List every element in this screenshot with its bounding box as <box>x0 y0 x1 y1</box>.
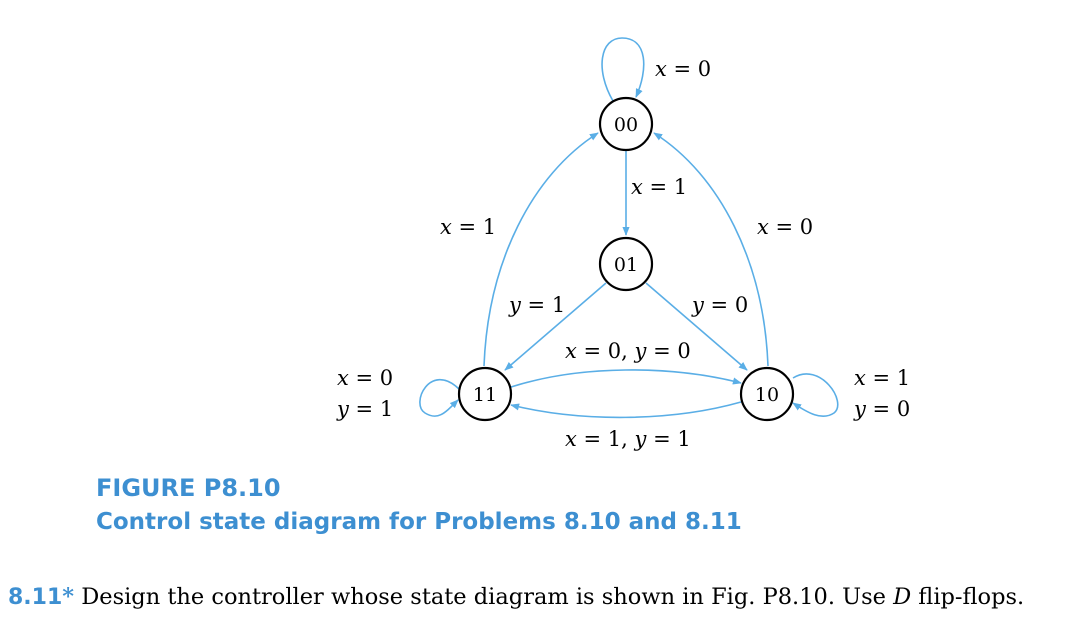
state-node-11: 11 <box>457 366 513 422</box>
transition-arrow-10-to-10 <box>792 373 839 418</box>
transition-label-11-to-11: x = 0 <box>337 366 393 390</box>
problem-star-mark: * <box>62 584 75 610</box>
state-node-10: 10 <box>739 366 795 422</box>
state-nodes: 00 01 11 10 <box>457 96 795 422</box>
state-circle <box>739 366 795 422</box>
problem-text-end: flip-flops. <box>911 584 1025 610</box>
transition-arrow-11-to-00 <box>483 132 599 367</box>
state-label: 00 <box>614 114 638 136</box>
state-label: 10 <box>755 384 779 406</box>
state-circle <box>457 366 513 422</box>
figure-caption: FIGURE P8.10 Control state diagram for P… <box>96 472 742 540</box>
transition-label-00-to-01: x = 1 <box>631 175 687 199</box>
transition-label-00-to-00: x = 0 <box>655 57 711 81</box>
problem-text: Design the controller whose state diagra… <box>74 584 894 610</box>
state-circle <box>598 96 654 152</box>
problem-statement: 8.11* Design the controller whose state … <box>8 584 1024 610</box>
transition-arrow-10-to-00 <box>653 132 769 367</box>
figure-title: Control state diagram for Problems 8.10 … <box>96 509 742 535</box>
transition-label-01-to-11: y = 1 <box>508 293 565 317</box>
transition-arrow-10-to-11 <box>510 401 742 419</box>
state-circle <box>598 236 654 292</box>
transition-label-10-to-10: y = 0 <box>853 397 910 421</box>
transition-label-11-to-00: x = 1 <box>440 215 496 239</box>
transition-arrow-11-to-10 <box>510 369 742 388</box>
transition-label-11-to-11: y = 1 <box>336 397 393 421</box>
transition-label-10-to-10: x = 1 <box>854 366 910 390</box>
state-label: 01 <box>614 254 638 276</box>
transition-label-11-to-10: x = 0, y = 0 <box>565 339 691 363</box>
transition-label-10-to-00: x = 0 <box>757 215 813 239</box>
transition-arrow-00-to-00 <box>601 37 645 102</box>
transition-arrow-01-to-11 <box>504 282 607 371</box>
transition-label-01-to-10: y = 0 <box>691 293 748 317</box>
transition-arrow-01-to-10 <box>645 282 748 371</box>
state-node-01: 01 <box>598 236 654 292</box>
problem-emphasis: D <box>893 584 912 610</box>
transition-arrows <box>419 37 839 419</box>
state-label: 11 <box>473 384 497 406</box>
state-node-00: 00 <box>598 96 654 152</box>
transition-label-10-to-11: x = 1, y = 1 <box>565 427 691 451</box>
transition-arrow-11-to-11 <box>419 379 460 417</box>
problem-number: 8.11 <box>8 585 63 610</box>
figure-number: FIGURE P8.10 <box>96 474 281 502</box>
